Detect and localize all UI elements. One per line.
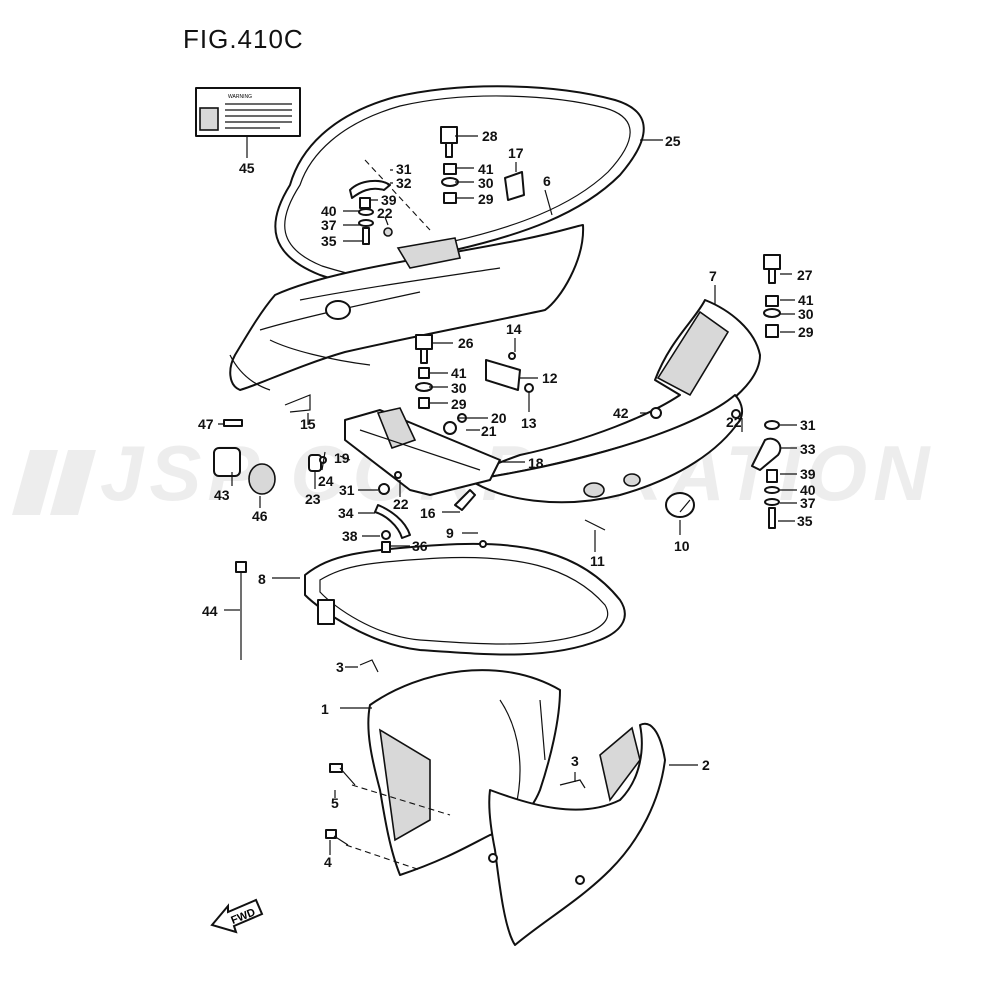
callout-35-right: 35 bbox=[797, 513, 813, 529]
callout-25: 25 bbox=[665, 133, 681, 149]
callout-9: 9 bbox=[446, 525, 454, 541]
callout-32: 32 bbox=[396, 175, 412, 191]
callout-40-left: 40 bbox=[321, 203, 337, 219]
callout-40-right: 40 bbox=[800, 482, 816, 498]
lower-cover-frame bbox=[304, 542, 626, 656]
top-cowl bbox=[229, 224, 585, 391]
callout-45: 45 bbox=[239, 160, 255, 176]
leader-lines bbox=[218, 135, 797, 871]
callout-34: 34 bbox=[338, 505, 354, 521]
callout-8: 8 bbox=[258, 571, 266, 587]
label-sheet-heading: WARNING bbox=[228, 94, 252, 100]
figure-title: FIG.410C bbox=[183, 24, 304, 54]
callout-42: 42 bbox=[613, 405, 629, 421]
callout-46: 46 bbox=[252, 508, 268, 524]
callout-3-left: 3 bbox=[336, 659, 344, 675]
right-side-cover bbox=[488, 722, 666, 946]
callout-30-upper: 30 bbox=[478, 175, 494, 191]
callout-22-upper: 22 bbox=[377, 205, 393, 221]
callout-21: 21 bbox=[481, 423, 497, 439]
callout-26: 26 bbox=[458, 335, 474, 351]
callout-12: 12 bbox=[542, 370, 558, 386]
callout-39-left: 39 bbox=[381, 192, 397, 208]
callout-31-upper: 31 bbox=[396, 161, 412, 177]
callout-1: 1 bbox=[321, 701, 329, 717]
callout-7: 7 bbox=[709, 268, 717, 284]
callout-44: 44 bbox=[202, 603, 218, 619]
callout-31-mid: 31 bbox=[339, 482, 355, 498]
callout-29-right: 29 bbox=[798, 324, 814, 340]
callout-41-upper: 41 bbox=[478, 161, 494, 177]
callout-4: 4 bbox=[324, 854, 332, 870]
callout-11: 11 bbox=[590, 553, 605, 569]
callout-33: 33 bbox=[800, 441, 816, 457]
callout-37-left: 37 bbox=[321, 217, 337, 233]
callout-10: 10 bbox=[674, 538, 690, 554]
callout-47: 47 bbox=[198, 416, 214, 432]
callout-30-right: 30 bbox=[798, 306, 814, 322]
callout-13: 13 bbox=[521, 415, 537, 431]
callout-43: 43 bbox=[214, 487, 230, 503]
fastener-group bbox=[213, 126, 782, 846]
callout-2: 2 bbox=[702, 757, 710, 773]
callout-38: 38 bbox=[342, 528, 358, 544]
callout-24: 24 bbox=[318, 473, 334, 489]
callout-labels: 45 28 17 25 41 30 29 6 31 32 39 40 22 37… bbox=[198, 128, 816, 870]
callout-6: 6 bbox=[543, 173, 551, 189]
callout-31-right: 31 bbox=[800, 417, 816, 433]
callout-41-right: 41 bbox=[798, 292, 814, 308]
callout-16: 16 bbox=[420, 505, 436, 521]
callout-41-mid: 41 bbox=[451, 365, 467, 381]
callout-19: 19 bbox=[334, 450, 350, 466]
callout-17: 17 bbox=[508, 145, 524, 161]
callout-37-right: 37 bbox=[800, 495, 816, 511]
callout-22-right: 22 bbox=[726, 414, 742, 430]
callout-23: 23 bbox=[305, 491, 321, 507]
callout-5: 5 bbox=[331, 795, 339, 811]
callout-36: 36 bbox=[412, 538, 428, 554]
callout-15: 15 bbox=[300, 416, 316, 432]
callout-14: 14 bbox=[506, 321, 522, 337]
callout-20: 20 bbox=[491, 410, 507, 426]
callout-27: 27 bbox=[797, 267, 813, 283]
fwd-arrow-icon: FWD bbox=[210, 898, 264, 934]
callout-18: 18 bbox=[528, 455, 544, 471]
callout-35-left: 35 bbox=[321, 233, 337, 249]
callout-30-mid: 30 bbox=[451, 380, 467, 396]
callout-39-right: 39 bbox=[800, 466, 816, 482]
callout-3-right: 3 bbox=[571, 753, 579, 769]
callout-22-mid: 22 bbox=[393, 496, 409, 512]
warning-label-sheet: WARNING bbox=[195, 87, 301, 137]
callout-28: 28 bbox=[482, 128, 498, 144]
callout-29-mid: 29 bbox=[451, 396, 467, 412]
callout-29-upper: 29 bbox=[478, 191, 494, 207]
